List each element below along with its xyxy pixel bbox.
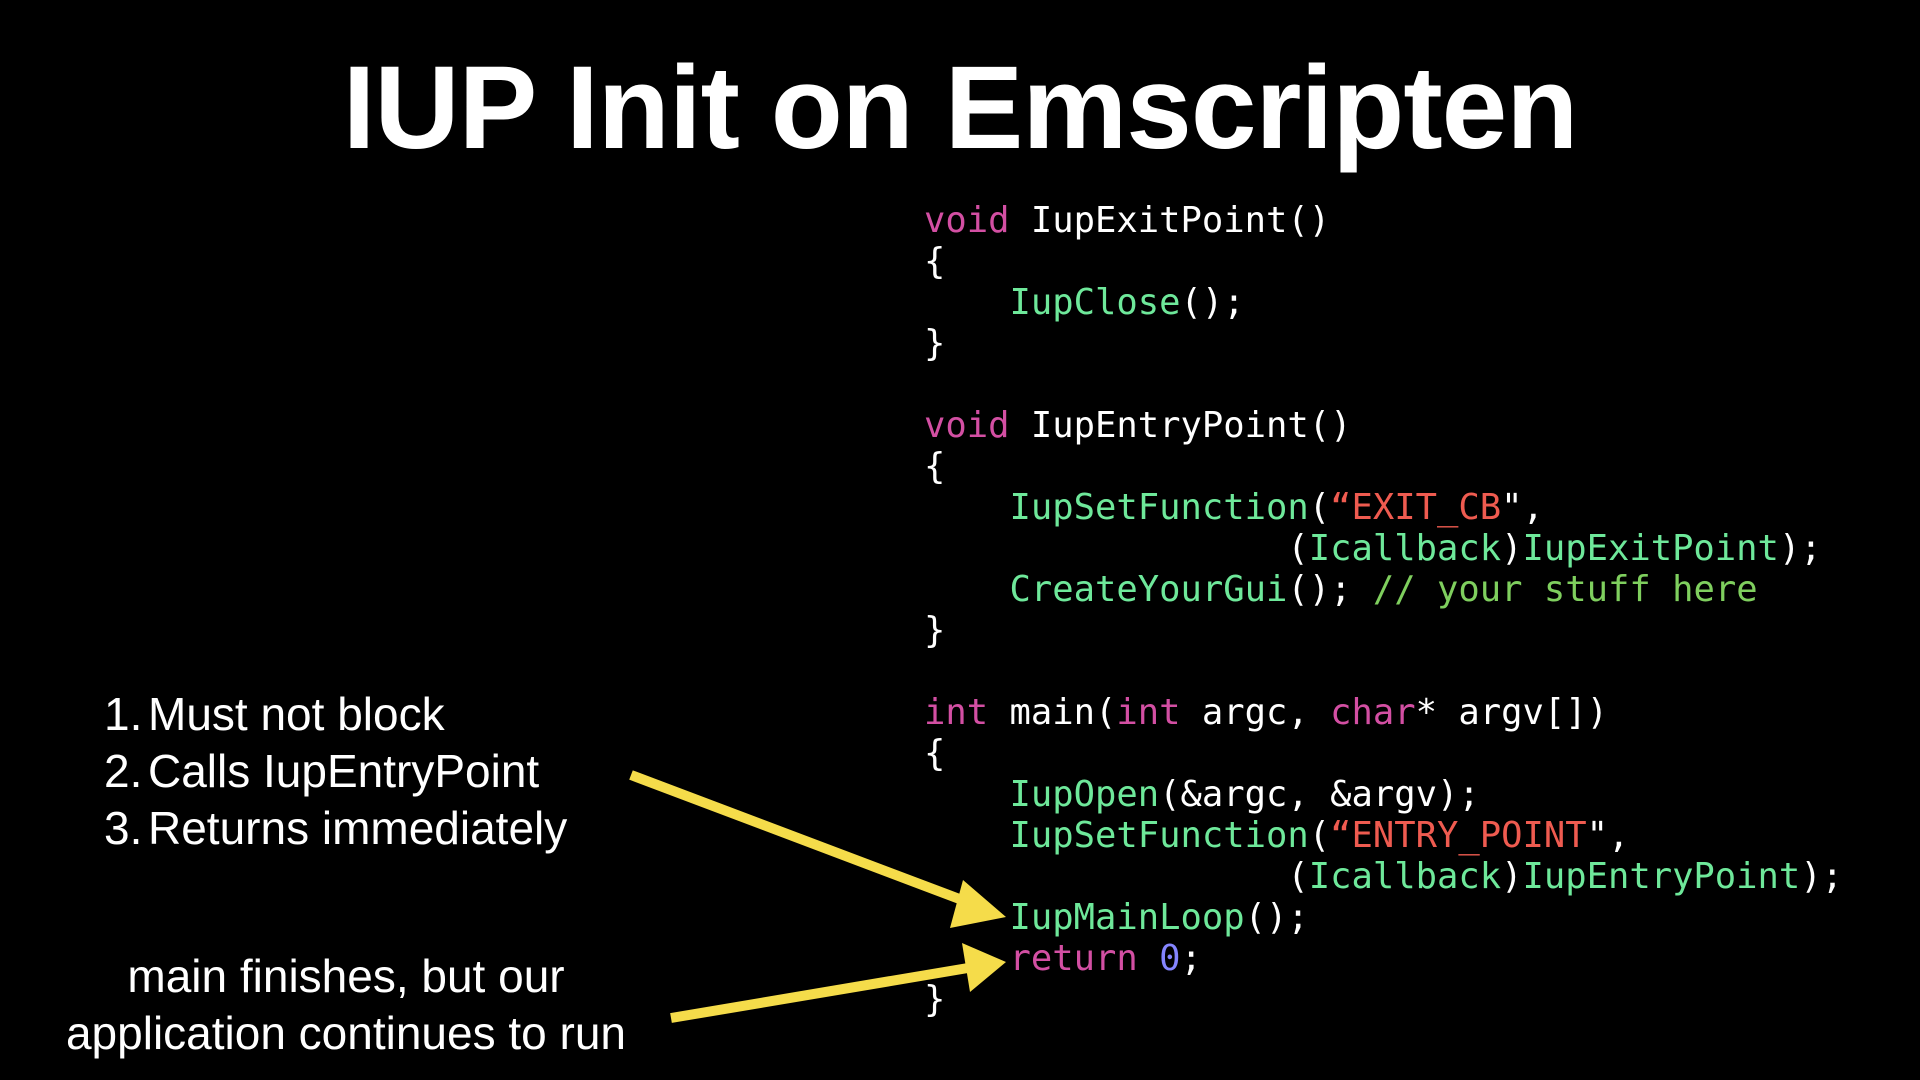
code-token-pl: main( [988, 692, 1117, 733]
code-line: return 0; [924, 938, 1843, 979]
code-token-kw: char [1330, 692, 1416, 733]
code-line: int main(int argc, char* argv[]) [924, 692, 1843, 733]
code-line: { [924, 733, 1843, 774]
code-token-pl: IupExitPoint() [1009, 200, 1331, 241]
code-token-num: 0 [1159, 938, 1181, 979]
code-token-pl: ( [924, 856, 1309, 897]
code-token-cm: // your stuff here [1372, 569, 1758, 610]
code-token-pl: { [924, 241, 946, 282]
list-number: 3. [104, 802, 143, 854]
arrow-to-return [670, 963, 969, 1023]
note-line: application continues to run [65, 1007, 627, 1059]
list-item: 1.Must not block [104, 686, 567, 743]
code-token-pl: argc, [1180, 692, 1331, 733]
arrowhead-icon [962, 943, 1006, 992]
code-token-pl: ) [1501, 528, 1523, 569]
code-line: CreateYourGui(); // your stuff here [924, 569, 1843, 610]
code-token-str: “EXIT_CB [1330, 487, 1502, 528]
code-token-fn: IupMainLoop [1009, 897, 1245, 938]
list-number: 2. [104, 745, 143, 797]
code-line: } [924, 610, 1843, 651]
code-token-pl: ); [1778, 528, 1822, 569]
code-token-fn: Icallback [1308, 528, 1502, 569]
note-line: main finishes, but our [127, 950, 565, 1002]
code-block: void IupExitPoint(){ IupClose();}void Iu… [924, 200, 1843, 1020]
code-token-pl: (); [1287, 569, 1373, 610]
code-line: (Icallback)IupEntryPoint); [924, 856, 1843, 897]
slide-title: IUP Init on Emscripten [342, 42, 1579, 174]
list-number: 1. [104, 688, 143, 740]
code-token-pl: ", [1501, 487, 1544, 528]
code-token-pl: (&argc, &argv); [1159, 774, 1480, 815]
code-line: IupClose(); [924, 282, 1843, 323]
code-token-pl: IupEntryPoint() [1009, 405, 1352, 446]
code-token-pl: ( [924, 528, 1309, 569]
code-line: IupMainLoop(); [924, 897, 1843, 938]
code-token-kw: void [924, 405, 1010, 446]
code-token-pl: ); [1800, 856, 1844, 897]
requirements-list: 1.Must not block 2.Calls IupEntryPoint 3… [104, 686, 567, 857]
code-token-kw: int [924, 692, 989, 733]
code-token-fn: IupExitPoint [1522, 528, 1779, 569]
code-line: void IupExitPoint() [924, 200, 1843, 241]
code-line: { [924, 241, 1843, 282]
arrow-to-mainloop [629, 770, 972, 908]
code-line: void IupEntryPoint() [924, 405, 1843, 446]
code-token-pl: } [924, 610, 946, 651]
list-text: Returns immediately [148, 802, 568, 854]
code-token-pl: ( [1308, 487, 1331, 528]
code-line: } [924, 323, 1843, 364]
code-token-pl: } [924, 979, 946, 1020]
code-line: { [924, 446, 1843, 487]
list-item: 2.Calls IupEntryPoint [104, 743, 567, 800]
code-token-str: “ENTRY_POINT [1330, 815, 1587, 856]
code-line: (Icallback)IupExitPoint); [924, 528, 1843, 569]
code-token-pl: ( [1308, 815, 1331, 856]
code-token-pl: ) [1501, 856, 1523, 897]
code-token-pl: ; [1180, 938, 1202, 979]
code-token-fn: CreateYourGui [1009, 569, 1288, 610]
code-token-pl: (); [1180, 282, 1245, 323]
code-token-fn: IupSetFunction [1009, 487, 1309, 528]
code-token-pl: { [924, 446, 946, 487]
code-token-fn: Icallback [1308, 856, 1502, 897]
list-item: 3.Returns immediately [104, 800, 567, 857]
list-text: Calls IupEntryPoint [148, 745, 540, 797]
code-token-fn: IupClose [1009, 282, 1181, 323]
code-line: IupSetFunction(“EXIT_CB", [924, 487, 1843, 528]
code-token-fn: IupOpen [1009, 774, 1160, 815]
arrowhead-icon [950, 880, 1006, 928]
code-line: } [924, 979, 1843, 1020]
code-token-kw: int [1116, 692, 1181, 733]
code-token-pl: ", [1586, 815, 1630, 856]
code-token-pl: (); [1244, 897, 1309, 938]
code-line: IupOpen(&argc, &argv); [924, 774, 1843, 815]
code-token-pl: } [924, 323, 946, 364]
code-token-fn: IupSetFunction [1009, 815, 1309, 856]
code-line: IupSetFunction(“ENTRY_POINT", [924, 815, 1843, 856]
code-token-pl: * argv[]) [1415, 692, 1608, 733]
code-token-kw: void [924, 200, 1010, 241]
code-token-kw: return [1009, 938, 1138, 979]
code-token-pl: { [924, 733, 946, 774]
note-text: main finishes, but our application conti… [0, 948, 692, 1062]
list-text: Must not block [148, 688, 445, 740]
code-token-fn: IupEntryPoint [1522, 856, 1801, 897]
